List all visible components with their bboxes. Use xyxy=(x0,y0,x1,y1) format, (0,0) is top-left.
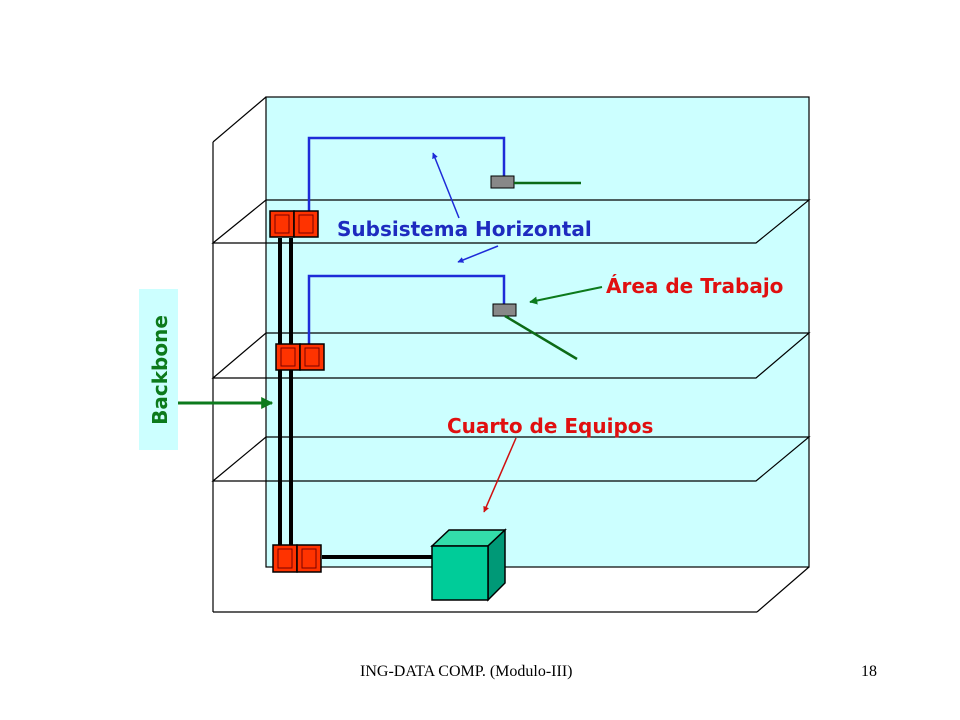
work-area-label: Área de Trabajo xyxy=(606,274,783,298)
work-area-arrow xyxy=(529,286,603,305)
floor-slab-1 xyxy=(211,199,811,244)
backbone-label: Backbone xyxy=(148,315,172,425)
equipment-room-label: Cuarto de Equipos xyxy=(447,414,653,438)
horizontal-subsystem-label: Subsistema Horizontal xyxy=(337,217,592,241)
equipment-room-cube xyxy=(430,528,507,602)
footer-course-title: ING-DATA COMP. (Modulo-III) xyxy=(360,663,573,680)
backbone-label-box xyxy=(139,289,178,450)
floor-slabs xyxy=(211,199,811,482)
outlet-lower xyxy=(492,303,517,317)
building-back-wall xyxy=(265,96,810,568)
floor-slab-3 xyxy=(211,436,811,482)
horizontal-arrow-down xyxy=(457,245,499,263)
horizontal-arrow-up xyxy=(432,152,460,219)
patch-panel-top xyxy=(269,210,319,238)
equipment-room-arrow xyxy=(483,437,517,513)
footer-page-number: 18 xyxy=(861,663,877,680)
outlet-upper xyxy=(490,175,515,189)
floor-slab-2 xyxy=(211,332,811,379)
patch-panel-bottom xyxy=(272,544,322,573)
building-outline xyxy=(212,96,810,613)
workstation-cord-lower xyxy=(504,314,578,361)
horizontal-cabling xyxy=(307,136,506,345)
backbone-cables xyxy=(278,238,293,546)
patch-panel-middle xyxy=(275,343,325,371)
